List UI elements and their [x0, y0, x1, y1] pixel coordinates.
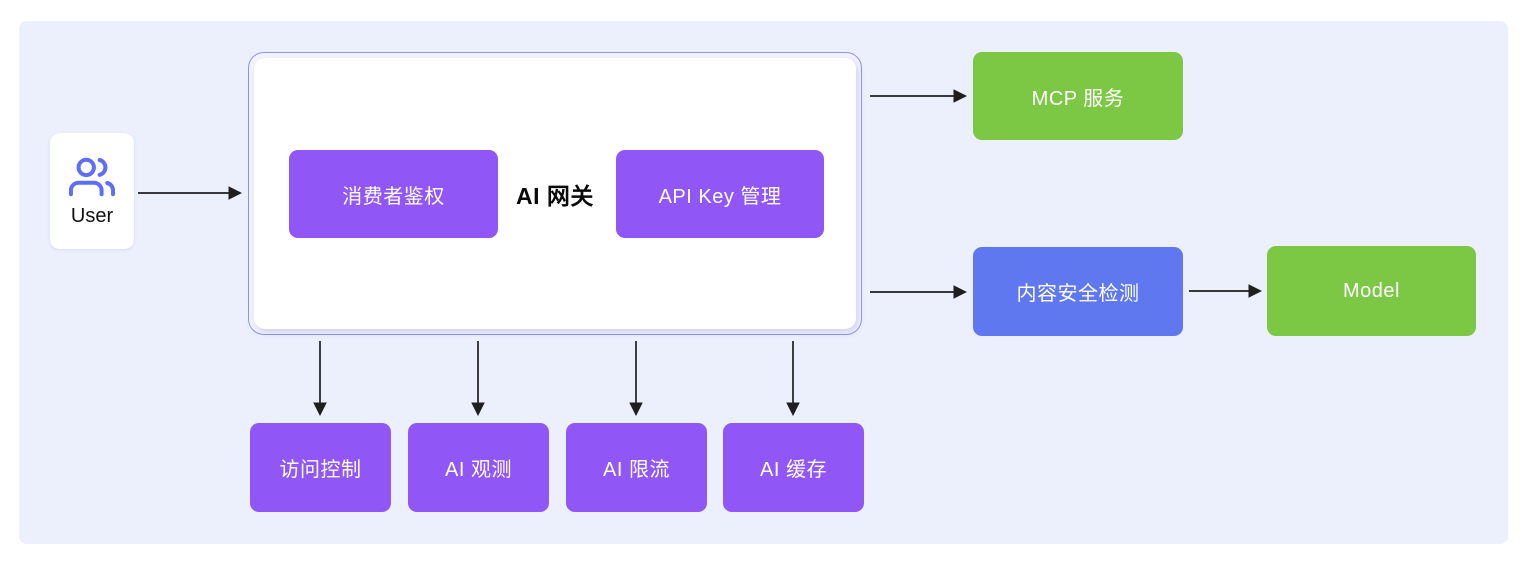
access-control-node: 访问控制: [250, 423, 391, 512]
mcp-service-label: MCP 服务: [1031, 87, 1125, 110]
ai-observability-label: AI 观测: [445, 459, 512, 481]
consumer-auth-label: 消费者鉴权: [342, 185, 445, 208]
mcp-service-node: MCP 服务: [973, 52, 1183, 140]
content-security-label: 内容安全检测: [1016, 283, 1140, 305]
ai-cache-node: AI 缓存: [723, 423, 864, 512]
consumer-auth-node: 消费者鉴权: [289, 150, 498, 238]
api-key-management-node: API Key 管理: [616, 150, 824, 238]
model-label: Model: [1343, 279, 1400, 302]
access-control-label: 访问控制: [279, 459, 362, 481]
ai-rate-limit-node: AI 限流: [566, 423, 707, 512]
user-node-label: User: [70, 205, 114, 227]
user-node: User: [50, 133, 134, 249]
users-icon: [68, 154, 116, 200]
ai-cache-label: AI 缓存: [760, 459, 827, 481]
model-node: Model: [1267, 246, 1476, 336]
ai-gateway-title: AI 网关: [516, 183, 594, 209]
api-key-management-label: API Key 管理: [658, 185, 782, 208]
ai-rate-limit-label: AI 限流: [603, 459, 670, 481]
ai-observability-node: AI 观测: [408, 423, 549, 512]
content-security-node: 内容安全检测: [973, 247, 1183, 336]
